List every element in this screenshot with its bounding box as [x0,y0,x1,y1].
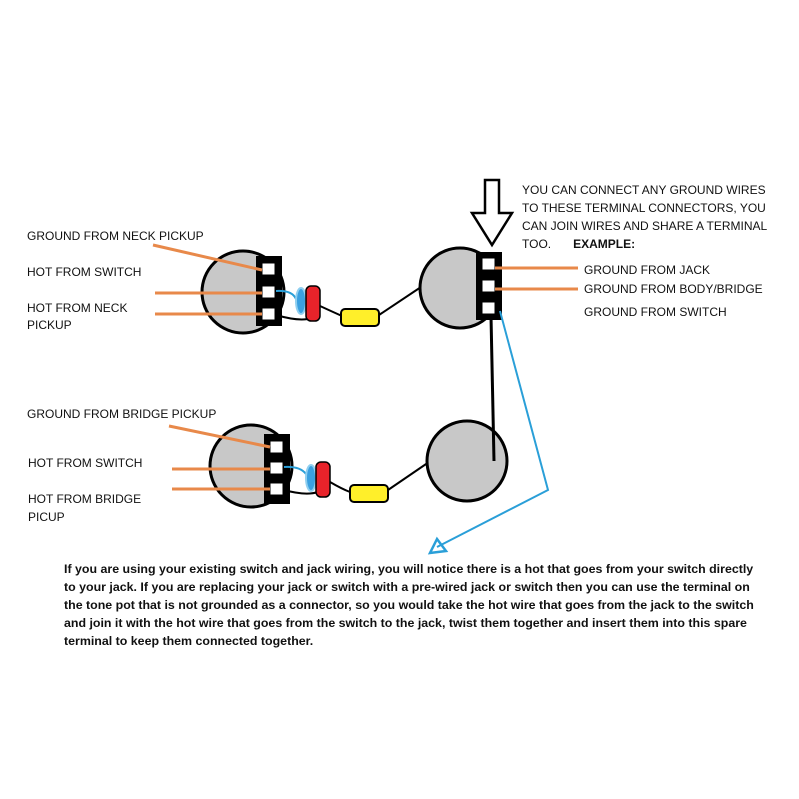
ground-terminal-note-text: YOU CAN CONNECT ANY GROUND WIRES TO THES… [522,183,767,251]
bridge-red-capacitor [315,461,331,498]
neck-red-capacitor [305,285,321,322]
label-neck-hot-line1: HOT FROM NECK [27,301,127,315]
spare-terminal-instructions: If you are using your existing switch an… [64,562,754,648]
bridge-terminal-3 [269,482,284,496]
bridge-yellow-capacitor [349,484,389,503]
label-ground-body: GROUND FROM BODY/BRIDGE [584,282,763,296]
label-ground-jack: GROUND FROM JACK [584,263,710,277]
neck-terminal-2 [261,285,276,299]
label-bridge-hot-line2: PICUP [28,510,65,524]
neck-yellow-capacitor [340,308,380,327]
bridge-blue-capacitor [305,464,317,492]
upper-tone-pot [418,246,502,330]
upper-tone-terminal-3 [481,301,496,315]
upper-tone-terminal-2 [481,279,496,293]
neck-to-volume-wire [378,286,422,316]
lower-tone-pot [425,419,509,503]
example-label: EXAMPLE: [573,237,636,251]
label-neck-ground: GROUND FROM NECK PICKUP [27,229,204,243]
spare-terminal-pointer [436,310,550,548]
label-neck-hot-switch: HOT FROM SWITCH [27,265,141,279]
label-bridge-hot-line1: HOT FROM BRIDGE [28,492,141,506]
bridge-to-volume-wire [387,461,430,491]
label-bridge-hot-switch: HOT FROM SWITCH [28,456,142,470]
bridge-ground-wire [168,424,271,449]
neck-ground-wire [152,243,263,272]
neck-terminal-3 [261,307,276,321]
pointer-arrowhead [427,536,449,555]
bridge-cap-lead-blue [283,465,307,475]
down-arrow-icon [469,178,515,248]
bridge-cap-to-resistor-wire [329,481,351,493]
label-bridge-ground: GROUND FROM BRIDGE PICKUP [27,407,216,421]
bridge-terminal-2 [269,461,284,475]
neck-cap-to-resistor-wire [319,305,343,317]
ground-terminal-note: YOU CAN CONNECT ANY GROUND WIRES TO THES… [522,181,784,253]
tone-ground-link-wire [489,315,496,462]
label-neck-hot-line2: PICKUP [27,318,72,332]
bridge-terminal-1 [269,440,284,454]
neck-terminal-1 [261,262,276,276]
neck-blue-capacitor [295,287,307,315]
label-ground-switch: GROUND FROM SWITCH [584,305,727,319]
lower-tone-pot-body [425,419,509,503]
upper-tone-terminal-1 [481,257,496,271]
